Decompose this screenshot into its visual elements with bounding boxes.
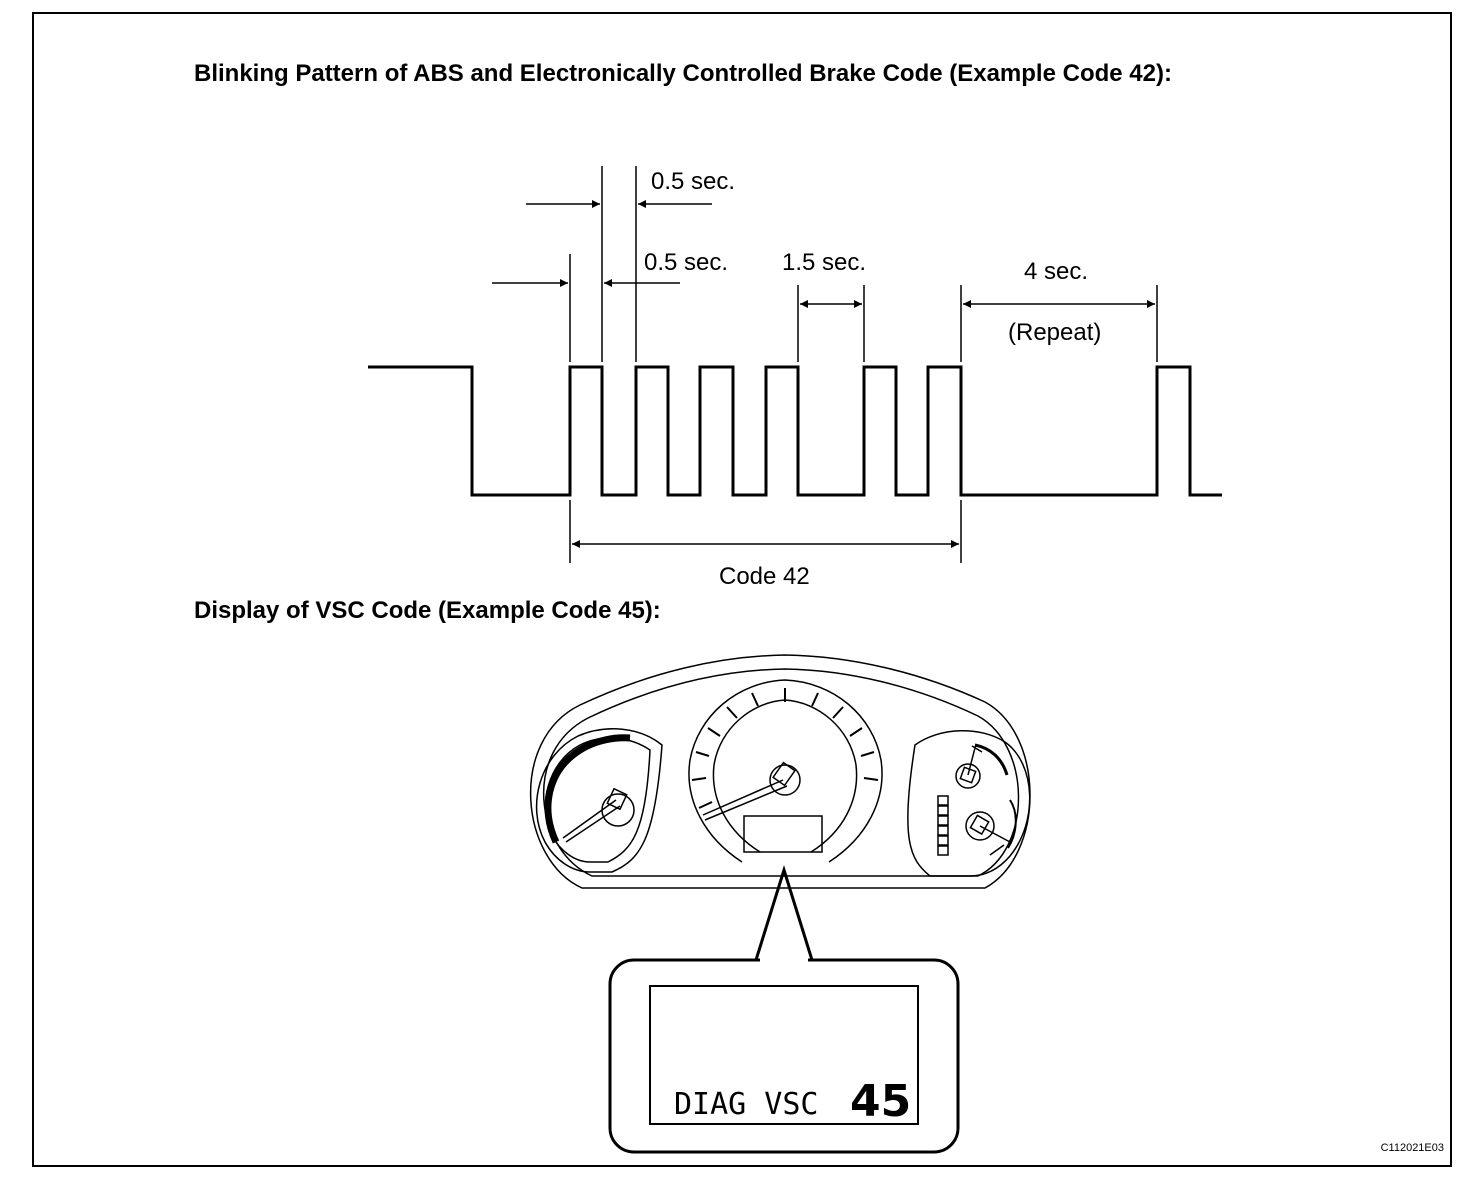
- left-gauge-needle: [562, 799, 621, 843]
- cluster-housing: [529, 654, 1031, 889]
- instrument-cluster: [529, 654, 1031, 889]
- code-span-label: Code 42: [719, 563, 810, 590]
- blink-pattern-heading: Blinking Pattern of ABS and Electronical…: [194, 60, 1172, 87]
- left-gauge-pod: [535, 728, 663, 873]
- display-enlarged-screen: [649, 985, 919, 1125]
- figure-id: C112021E03: [1380, 1142, 1444, 1154]
- cluster-display-window: [743, 815, 823, 853]
- pulse-width-label: 0.5 sec.: [651, 168, 735, 195]
- figure-frame: [32, 12, 1452, 1167]
- digit-gap-label: 1.5 sec.: [782, 249, 866, 276]
- display-diag-text: DIAG VSC: [674, 1087, 819, 1122]
- dimension-arrows: [492, 200, 1155, 548]
- right-gauge-upper-scale: [974, 743, 1009, 776]
- right-gauge-pod: [907, 729, 1031, 877]
- left-gauge-scale: [544, 734, 631, 844]
- speedometer-outline: [688, 679, 883, 863]
- display-code-value: 45: [850, 1076, 911, 1127]
- dimension-extension-lines: [569, 166, 1158, 563]
- blink-waveform: [368, 365, 1222, 497]
- display-callout: [754, 864, 814, 961]
- repeat-note-label: (Repeat): [1008, 319, 1101, 346]
- vsc-display-heading: Display of VSC Code (Example Code 45):: [194, 597, 661, 624]
- right-gauge-lower-scale: [1007, 799, 1017, 849]
- fuel-bar-segments: [937, 795, 949, 856]
- speedometer-ticks: [691, 688, 879, 809]
- pulse-gap-label: 0.5 sec.: [644, 249, 728, 276]
- speedometer-needle: [702, 779, 788, 821]
- repeat-gap-label: 4 sec.: [1024, 258, 1088, 285]
